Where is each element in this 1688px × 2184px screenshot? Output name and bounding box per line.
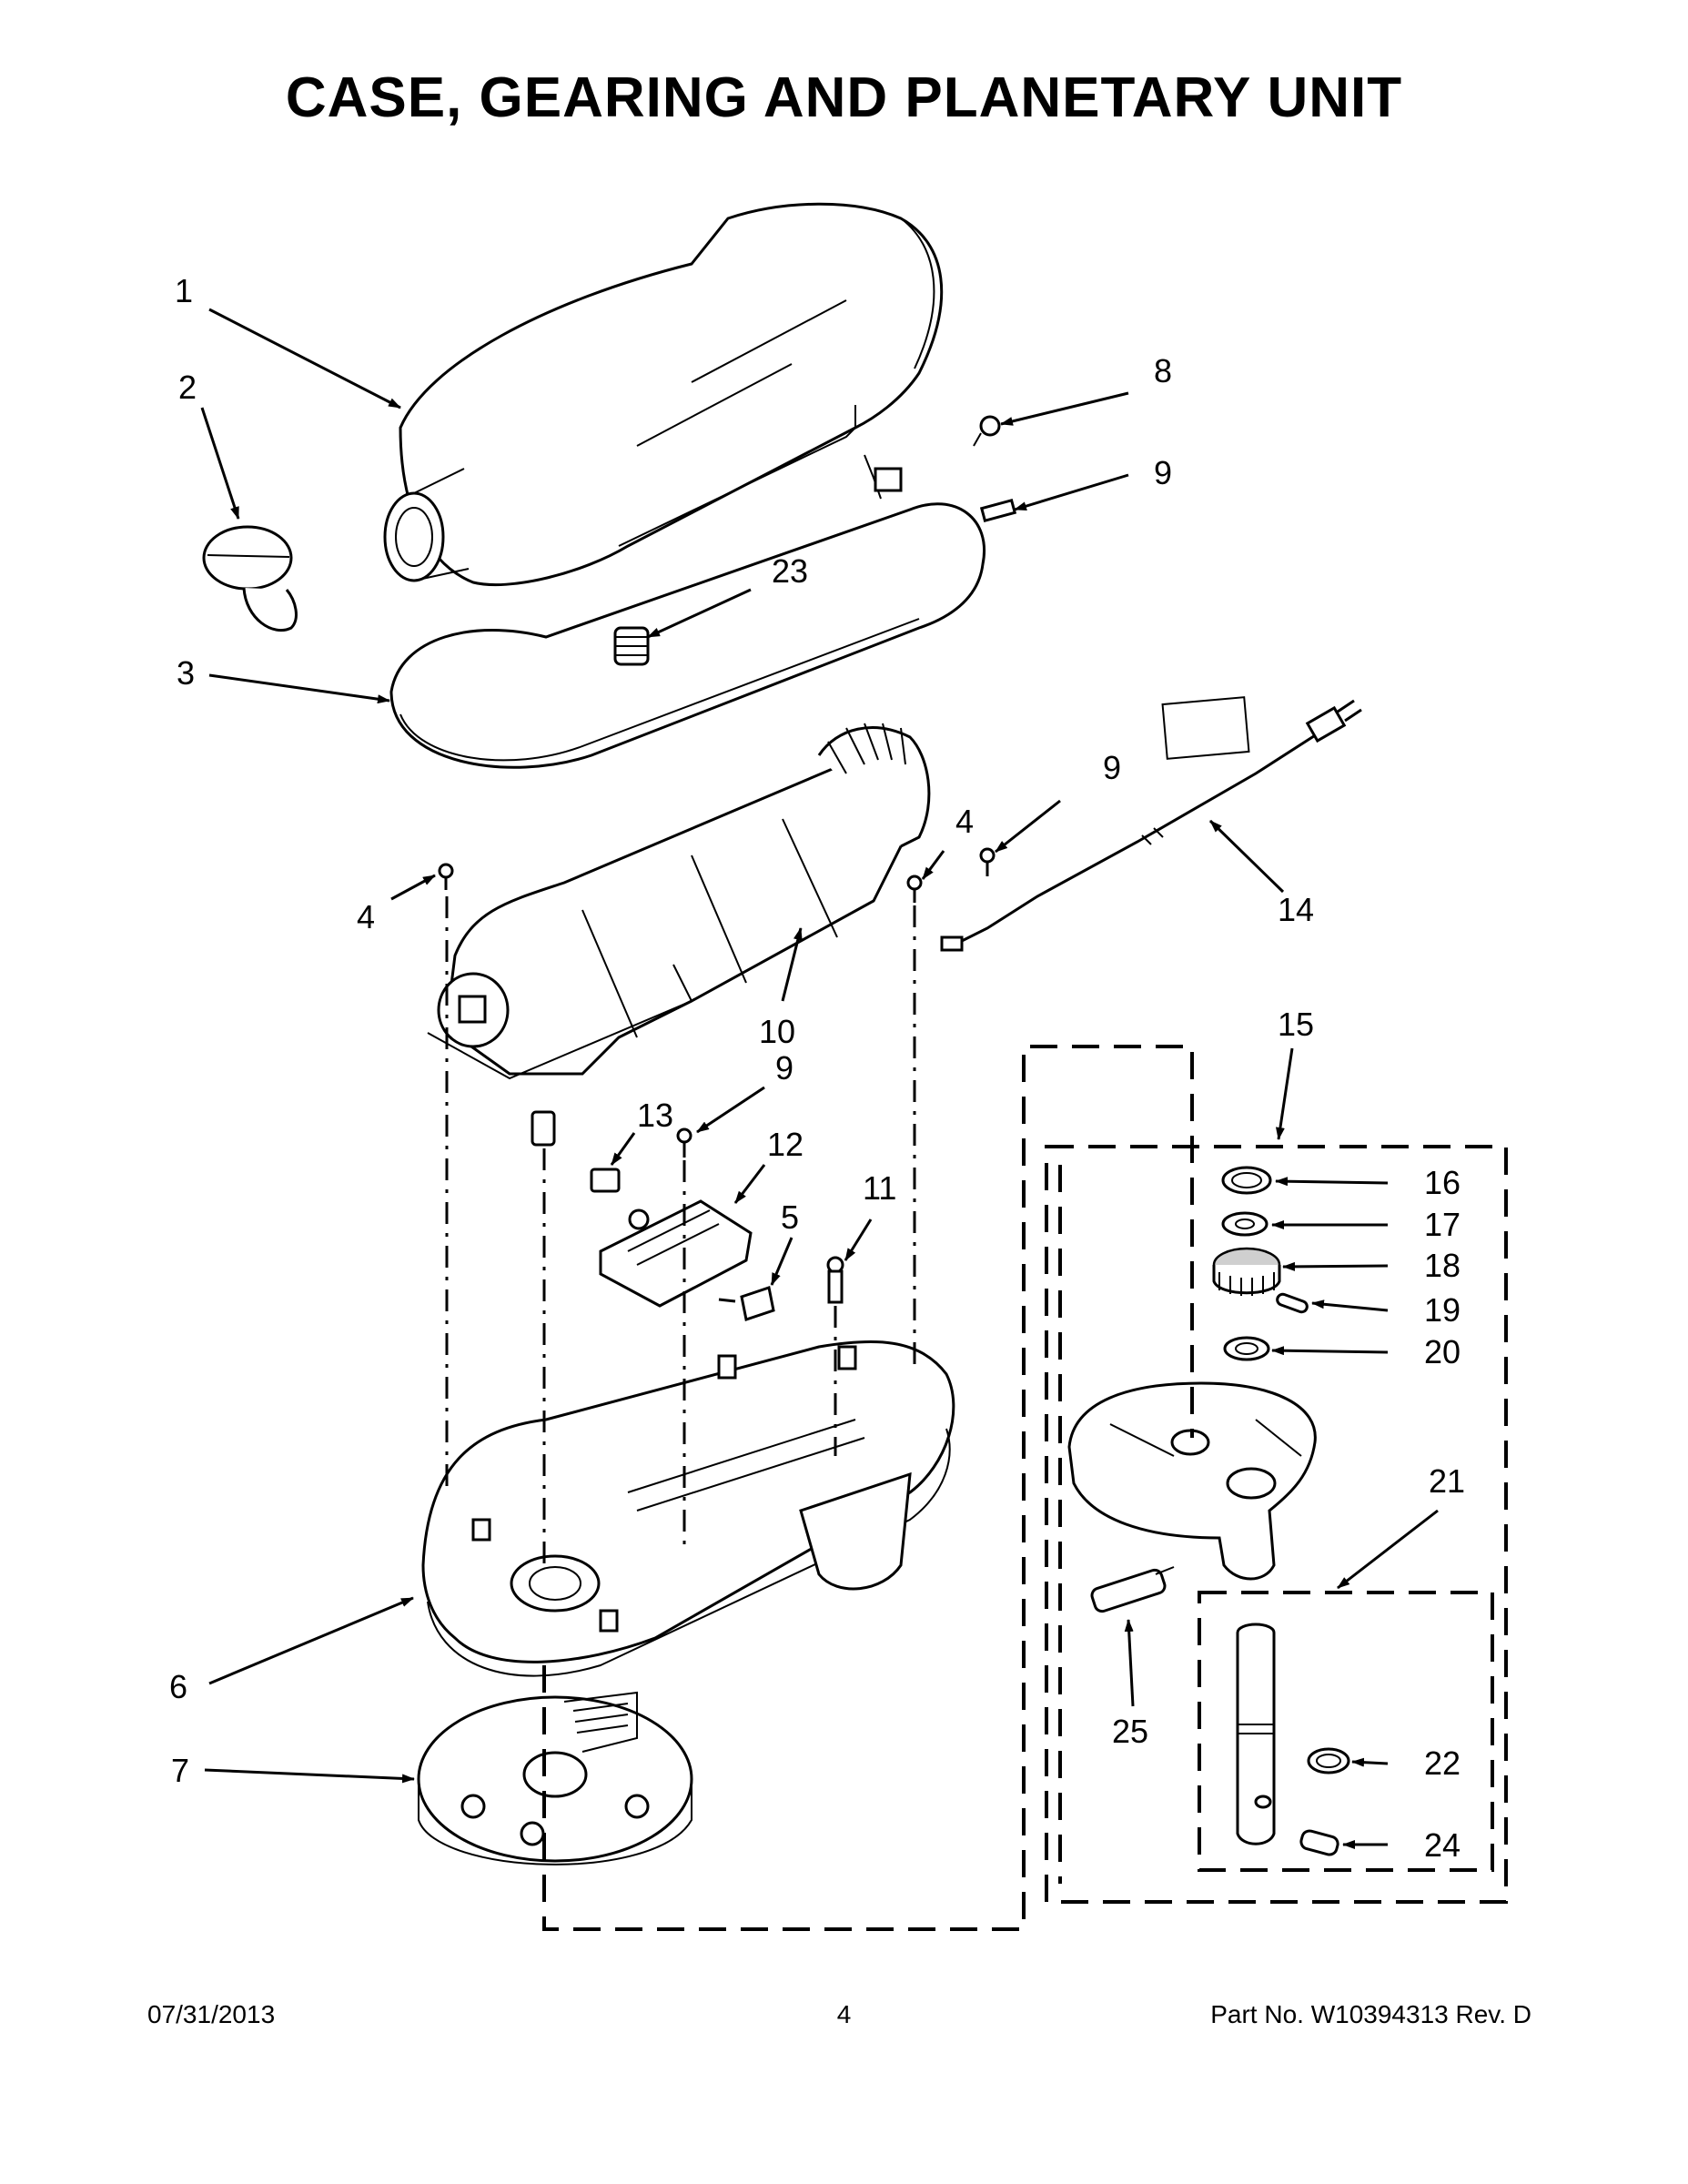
motor-gearcase-part [427, 723, 931, 1147]
motor-housing-part [383, 202, 944, 587]
gear-18 [1212, 1247, 1281, 1296]
footer-part-number: Part No. W10394313 Rev. D [1210, 2000, 1531, 2028]
callout-24: 24 [1424, 1826, 1461, 1864]
planetary-kit-box [1045, 1145, 1508, 1904]
callout-6: 6 [169, 1668, 187, 1705]
callout-14: 14 [1278, 891, 1314, 928]
pin-25 [1090, 1566, 1175, 1613]
callout-21: 21 [1429, 1462, 1465, 1500]
shaft-kit-box [1198, 1591, 1494, 1872]
gear-housing-part [417, 1691, 693, 1866]
leader-lines [200, 308, 1439, 1849]
retaining-ring-22 [1307, 1747, 1350, 1774]
callout-17: 17 [1424, 1206, 1461, 1243]
control-board-part [599, 1199, 753, 1308]
pin-24 [1299, 1829, 1339, 1856]
callout-13: 13 [637, 1097, 673, 1134]
planetary-shaft-part [1236, 1623, 1276, 1845]
callout-labels: 1 2 3 4 4 5 6 7 8 9 9 9 10 11 12 13 14 1… [169, 272, 1465, 1864]
screw-9-board [676, 1127, 692, 1158]
callout-2: 2 [178, 369, 197, 406]
callout-4-right: 4 [955, 803, 974, 840]
washer-20 [1223, 1336, 1270, 1361]
screw-9-cord [979, 847, 996, 876]
callout-18: 18 [1424, 1247, 1461, 1284]
washer-17 [1221, 1211, 1269, 1237]
callout-1: 1 [175, 272, 193, 309]
callout-4-left: 4 [357, 898, 375, 935]
screw-11 [826, 1256, 844, 1304]
callout-9-cord: 9 [1103, 749, 1121, 786]
power-cord-part [940, 696, 1362, 952]
callout-9-board: 9 [775, 1049, 793, 1087]
switch-part-13 [590, 1168, 621, 1193]
planetary-housing [1067, 1381, 1317, 1581]
callout-16: 16 [1424, 1164, 1461, 1201]
callout-11: 11 [863, 1169, 896, 1207]
clip-part-5 [718, 1286, 775, 1321]
callout-5: 5 [781, 1198, 799, 1236]
trim-band-part [389, 502, 986, 769]
callout-8: 8 [1154, 352, 1172, 389]
pin-19 [1276, 1292, 1309, 1314]
base-part [421, 1340, 955, 1677]
callout-20: 20 [1424, 1333, 1461, 1370]
callout-7: 7 [171, 1752, 189, 1789]
attachment-hub-cover-part [202, 525, 298, 632]
callout-9-top: 9 [1154, 454, 1172, 491]
retaining-ring-16 [1221, 1166, 1272, 1195]
screw-4-right [906, 875, 923, 903]
top-screws [613, 415, 1017, 666]
callout-3: 3 [177, 654, 195, 692]
callout-12: 12 [767, 1126, 804, 1163]
callout-25: 25 [1112, 1713, 1148, 1750]
footer-date: 07/31/2013 [147, 2000, 276, 2028]
assembly-lines [445, 896, 1194, 1931]
page-title: CASE, GEARING AND PLANETARY UNIT [285, 66, 1403, 129]
callout-15: 15 [1278, 1006, 1314, 1043]
callout-22: 22 [1424, 1744, 1461, 1782]
callout-19: 19 [1424, 1291, 1461, 1329]
callout-10: 10 [759, 1013, 795, 1050]
callout-23: 23 [772, 552, 808, 590]
screw-4-left [438, 863, 454, 890]
footer-page-number: 4 [836, 2000, 852, 2028]
